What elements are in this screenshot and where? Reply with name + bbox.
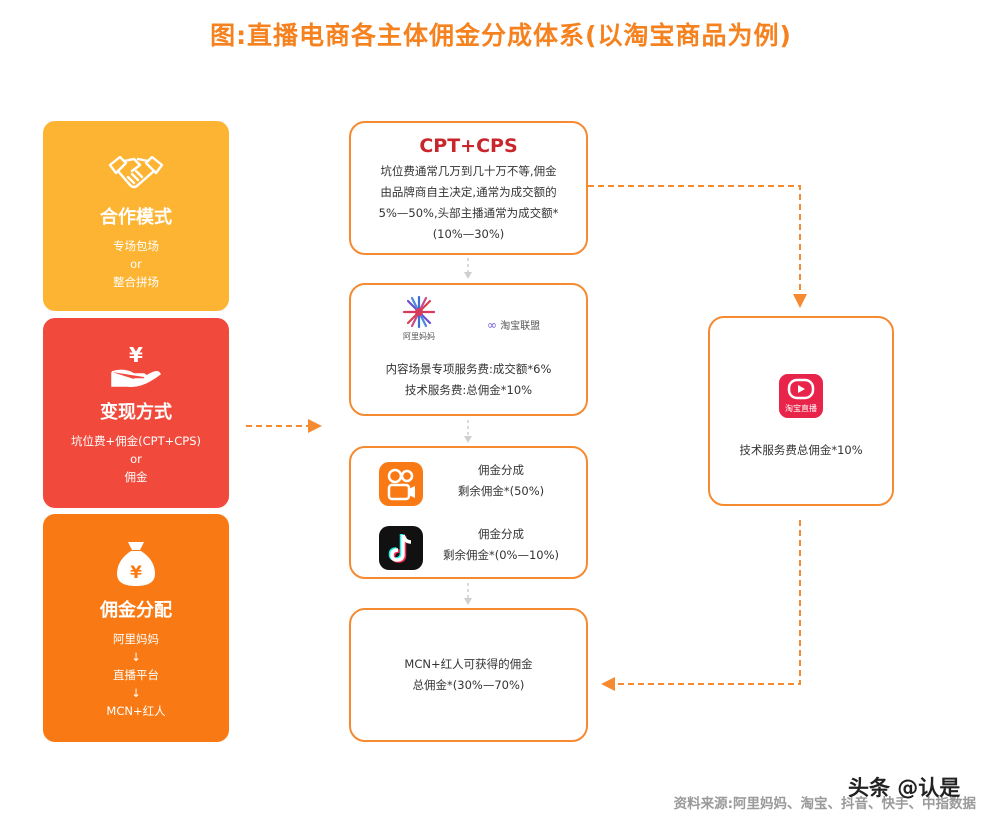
box-line: 5%—50%,头部主播通常为成交额* [378,206,559,220]
svg-text:¥: ¥ [129,343,143,367]
card-heading: 合作模式 [100,207,172,228]
box-line: 坑位费通常几万到几十万不等,佣金 [380,164,557,178]
box-line: 剩余佣金*(50%) [457,484,545,498]
box-line: 内容场景专项服务费:成交额*6% [385,362,552,376]
card-line: 阿里妈妈 [113,632,159,646]
card-line: MCN+红人 [106,704,166,718]
alimama-logo-text: 阿里妈妈 [403,332,435,341]
box-alimama: 阿里妈妈 ∞ 淘宝联盟 内容场景专项服务费:成交额*6% 技术服务费:总佣金*1… [349,283,588,416]
box-line: 总佣金*(30%—70%) [412,678,525,692]
card-line: or [130,452,142,466]
taobao-live-text: 技术服务费总佣金*10% [739,443,863,457]
box-cpt-cps: CPT+CPS 坑位费通常几万到几十万不等,佣金 由品牌商自主决定,通常为成交额… [349,121,588,255]
infinity-icon: ∞ [487,318,497,332]
kuaishou-icon [387,468,415,501]
taobao-live-icon [787,378,815,400]
douyin-icon [388,534,412,563]
arrowhead-left [601,677,615,691]
card-line: or [130,257,142,271]
card-line: ↓ [131,650,141,664]
alimama-logo-icon [402,295,436,329]
taobao-union-text: 淘宝联盟 [500,321,541,332]
card-line: 佣金 [124,470,148,484]
douyin-logo [379,526,423,570]
arrowhead-main [308,419,322,433]
money-bag-icon: ¥ [117,542,155,586]
box-line: (10%—30%) [432,227,505,241]
card-heading: 佣金分配 [100,600,172,621]
svg-text:¥: ¥ [130,563,142,583]
dashed-arrow-to-taobao-live [588,185,801,296]
taobao-live-logo-text: 淘宝直播 [785,404,817,413]
kuaishou-logo [379,462,423,506]
dashed-arrow-to-mcn [614,520,801,685]
box-mcn: MCN+红人可获得的佣金 总佣金*(30%—70%) [349,608,588,742]
handshake-icon [108,155,164,189]
box-line: MCN+红人可获得的佣金 [404,657,533,671]
source-note: 资料来源:阿里妈妈、淘宝、抖音、快手、中指数据 [673,796,976,812]
card-commission-allocation: ¥ 佣金分配 阿里妈妈 ↓ 直播平台 ↓ MCN+红人 [43,514,229,742]
card-line: 坑位费+佣金(CPT+CPS) [71,434,201,448]
box-taobao-live: 淘宝直播 技术服务费总佣金*10% [708,316,894,506]
money-hand-icon: ¥ [111,343,161,387]
cpt-cps-heading: CPT+CPS [419,135,518,157]
card-cooperation-mode: 合作模式 专场包场 or 整合拼场 [43,121,229,311]
arrowhead-down [793,294,807,308]
box-line: 技术服务费:总佣金*10% [404,383,533,397]
box-short-video-platforms: 佣金分成 剩余佣金*(50%) 佣金分成 剩余佣金*(0%—10%) [349,446,588,579]
card-line: 专场包场 [113,239,159,253]
box-line: 佣金分成 [478,527,524,541]
watermark: 头条 @认是 [848,776,961,800]
card-line: 整合拼场 [113,275,159,289]
card-line: 直播平台 [113,668,159,682]
box-line: 剩余佣金*(0%—10%) [442,548,560,562]
taobao-live-logo: 淘宝直播 [779,374,823,418]
card-line: ↓ [131,686,141,700]
taobao-union-logo: ∞ 淘宝联盟 [487,317,540,332]
card-monetization: ¥ 变现方式 坑位费+佣金(CPT+CPS) or 佣金 [43,318,229,508]
box-line: 佣金分成 [478,463,524,477]
page-title: 图:直播电商各主体佣金分成体系(以淘宝商品为例) [210,21,792,50]
card-heading: 变现方式 [100,402,172,423]
box-line: 由品牌商自主决定,通常为成交额的 [380,185,557,199]
alimama-logo: 阿里妈妈 [389,295,449,342]
